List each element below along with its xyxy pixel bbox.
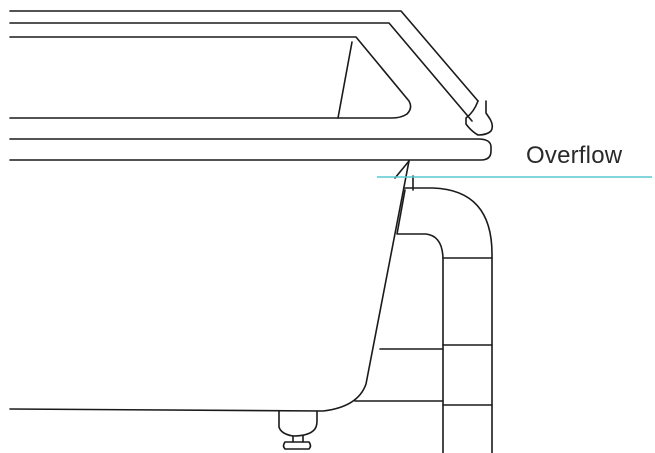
pipe-joint-low (354, 400, 493, 406)
rim-front-lip (9, 138, 492, 161)
overflow-elbow-inner (397, 233, 444, 453)
apron-front-edge (394, 160, 410, 179)
tub-foot (278, 410, 318, 450)
apron-side-wall (9, 160, 410, 412)
overflow-fitting-back (396, 175, 414, 235)
foot-stem (292, 435, 304, 443)
basin-back-wall-line (337, 41, 353, 119)
overflow-callout-label: Overflow (526, 142, 623, 169)
overflow-pipe-assembly (354, 175, 493, 453)
overflow-elbow-outer (404, 187, 493, 453)
foot-pad (282, 441, 312, 450)
rim-inner-step (9, 22, 473, 122)
tub-body (9, 160, 410, 412)
pipe-joint-mid (379, 344, 493, 350)
rim-corner-curl (465, 100, 494, 136)
tub-rim (9, 10, 494, 161)
foot-base (278, 410, 318, 437)
rim-outer-edge (9, 10, 479, 102)
basin-outline (9, 36, 412, 119)
tub-basin (9, 36, 412, 119)
